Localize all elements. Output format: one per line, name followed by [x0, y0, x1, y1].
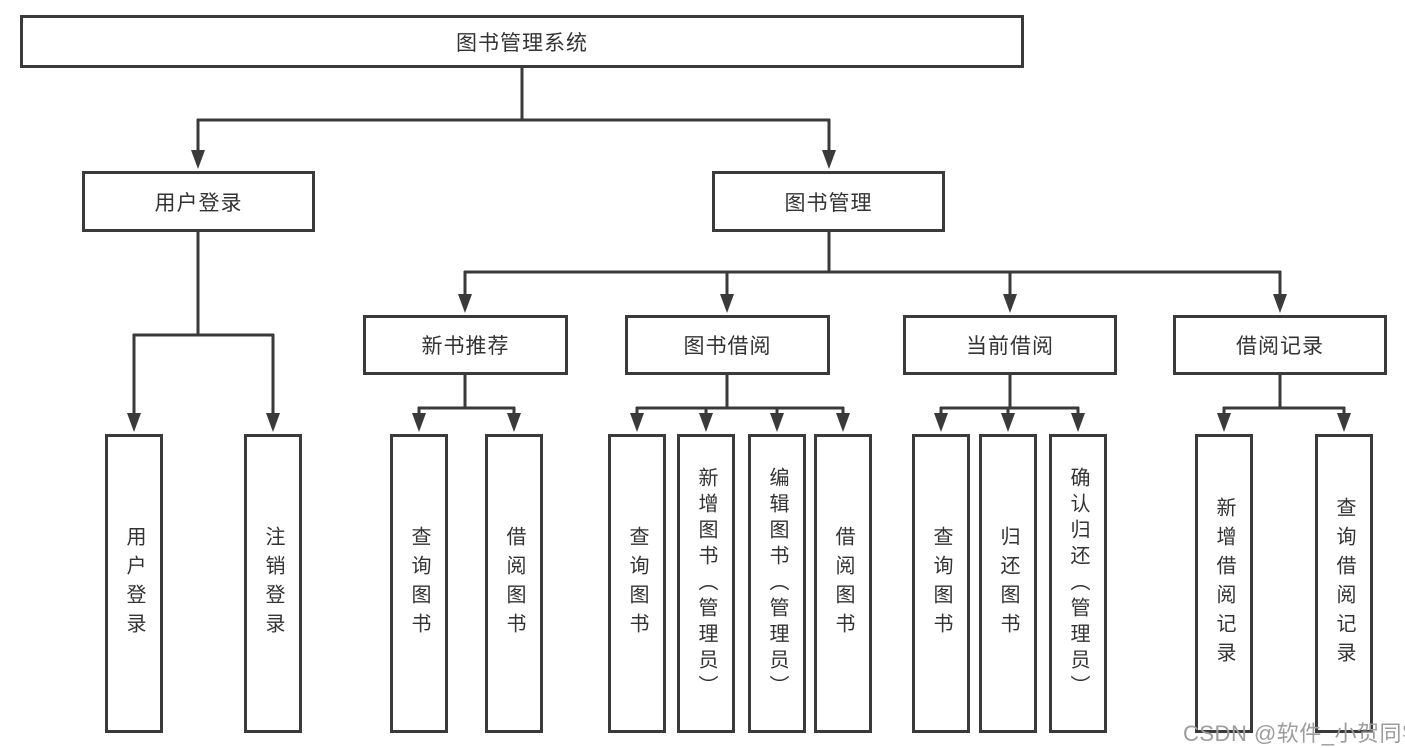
node-borrow-records: 借阅记录 [1173, 315, 1387, 375]
node-book-borrowing: 图书借阅 [625, 315, 830, 375]
arrow-leaf [1217, 413, 1231, 432]
node-leaf-query-books: 查询图书 [390, 434, 448, 733]
connector-new-books-children [417, 375, 516, 415]
node-leaf-user-login: 用户登录 [105, 434, 163, 733]
node-leaf-edit-books-admin: 编辑图书（管理员） [748, 434, 806, 733]
arrow-leaf [630, 413, 644, 432]
node-leaf-confirm-return-admin: 确认归还（管理员） [1049, 434, 1107, 733]
node-new-book-recommend: 新书推荐 [363, 315, 568, 375]
arrow-leaf [1001, 413, 1015, 432]
arrow-to-borrowing [720, 294, 734, 313]
arrow-leaf [934, 413, 948, 432]
arrow-leaf [699, 413, 713, 432]
arrow-leaf [266, 413, 280, 432]
node-current-borrowing: 当前借阅 [903, 315, 1117, 375]
node-leaf-borrow-books: 借阅图书 [485, 434, 543, 733]
arrow-leaf [770, 413, 784, 432]
arrowheads [127, 150, 1351, 432]
node-leaf-add-books-admin: 新增图书（管理员） [677, 434, 735, 733]
node-leaf-borrow-books: 借阅图书 [814, 434, 872, 733]
node-leaf-logout: 注销登录 [244, 434, 302, 733]
arrow-leaf [412, 413, 426, 432]
arrow-leaf [1071, 413, 1085, 432]
node-leaf-add-borrow-record: 新增借阅记录 [1195, 434, 1253, 733]
connector-user-login-children [132, 232, 275, 414]
node-library-system: 图书管理系统 [20, 15, 1024, 68]
arrow-to-records [1273, 294, 1287, 313]
node-leaf-query-borrow-record: 查询借阅记录 [1315, 434, 1373, 733]
node-book-management: 图书管理 [712, 171, 945, 232]
node-user-login: 用户登录 [82, 171, 315, 232]
arrow-leaf [836, 413, 850, 432]
csdn-watermark: CSDN @软件_小贺同学 [1183, 721, 1405, 746]
arrow-leaf [1337, 413, 1351, 432]
arrow-to-current [1003, 294, 1017, 313]
connector-root-to-level2 [196, 68, 831, 152]
arrow-to-new-books [458, 294, 472, 313]
node-leaf-query-books: 查询图书 [608, 434, 666, 733]
connector-borrowing-children [635, 375, 845, 415]
arrow-to-book-mgmt [822, 150, 836, 169]
node-leaf-return-books: 归还图书 [979, 434, 1037, 733]
node-leaf-query-books: 查询图书 [912, 434, 970, 733]
connector-book-mgmt-children [463, 232, 1282, 296]
arrow-leaf [127, 413, 141, 432]
connector-current-children [939, 375, 1080, 415]
arrow-leaf [507, 413, 521, 432]
arrow-to-user-login [191, 150, 205, 169]
connector-records-children [1222, 375, 1346, 415]
